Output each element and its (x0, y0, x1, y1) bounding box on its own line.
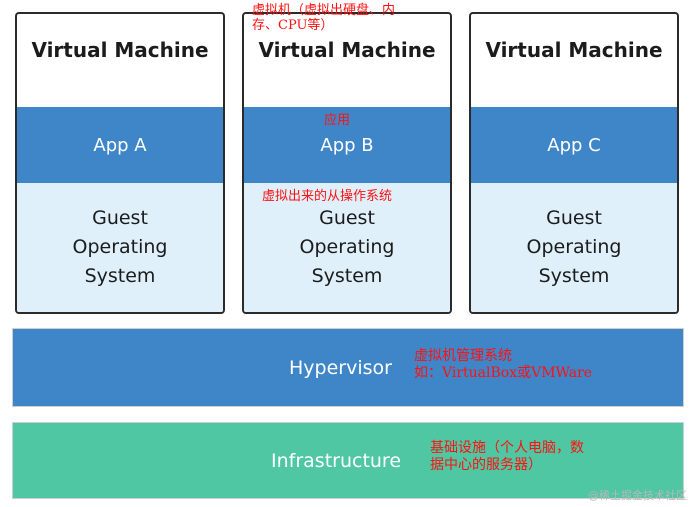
app-block: App A (17, 107, 223, 183)
infrastructure-label: Infrastructure (271, 449, 402, 472)
vm-title: Virtual Machine (258, 38, 436, 62)
hypervisor-annotation: 虚拟机管理系统 如：VirtualBox或VMWare (414, 348, 593, 381)
watermark: @稀土掘金技术社区 (588, 489, 687, 502)
vm-annotation: 虚拟机（虚拟出硬盘、内 存、CPU等） (252, 3, 396, 33)
hypervisor-layer: Hypervisor (12, 328, 684, 407)
guest-os-annotation: 虚拟出来的从操作系统 (262, 189, 393, 204)
hypervisor-label: Hypervisor (289, 356, 392, 379)
guest-os-block: Guest Operating System (244, 183, 450, 312)
app-annotation: 应用 (324, 113, 351, 128)
vm-title: Virtual Machine (31, 38, 209, 62)
app-block: App B (244, 107, 450, 183)
app-block: App C (471, 107, 677, 183)
guest-os-block: Guest Operating System (17, 183, 223, 312)
virtual-machine-b: Virtual Machine App B Guest Operating Sy… (242, 12, 452, 314)
vm-title: Virtual Machine (485, 38, 663, 62)
infrastructure-annotation: 基础设施（个人电脑，数 据中心的服务器） (430, 440, 584, 473)
virtual-machine-a: Virtual Machine App A Guest Operating Sy… (15, 12, 225, 314)
infrastructure-layer: Infrastructure (12, 422, 684, 499)
virtual-machine-c: Virtual Machine App C Guest Operating Sy… (469, 12, 679, 314)
guest-os-block: Guest Operating System (471, 183, 677, 312)
